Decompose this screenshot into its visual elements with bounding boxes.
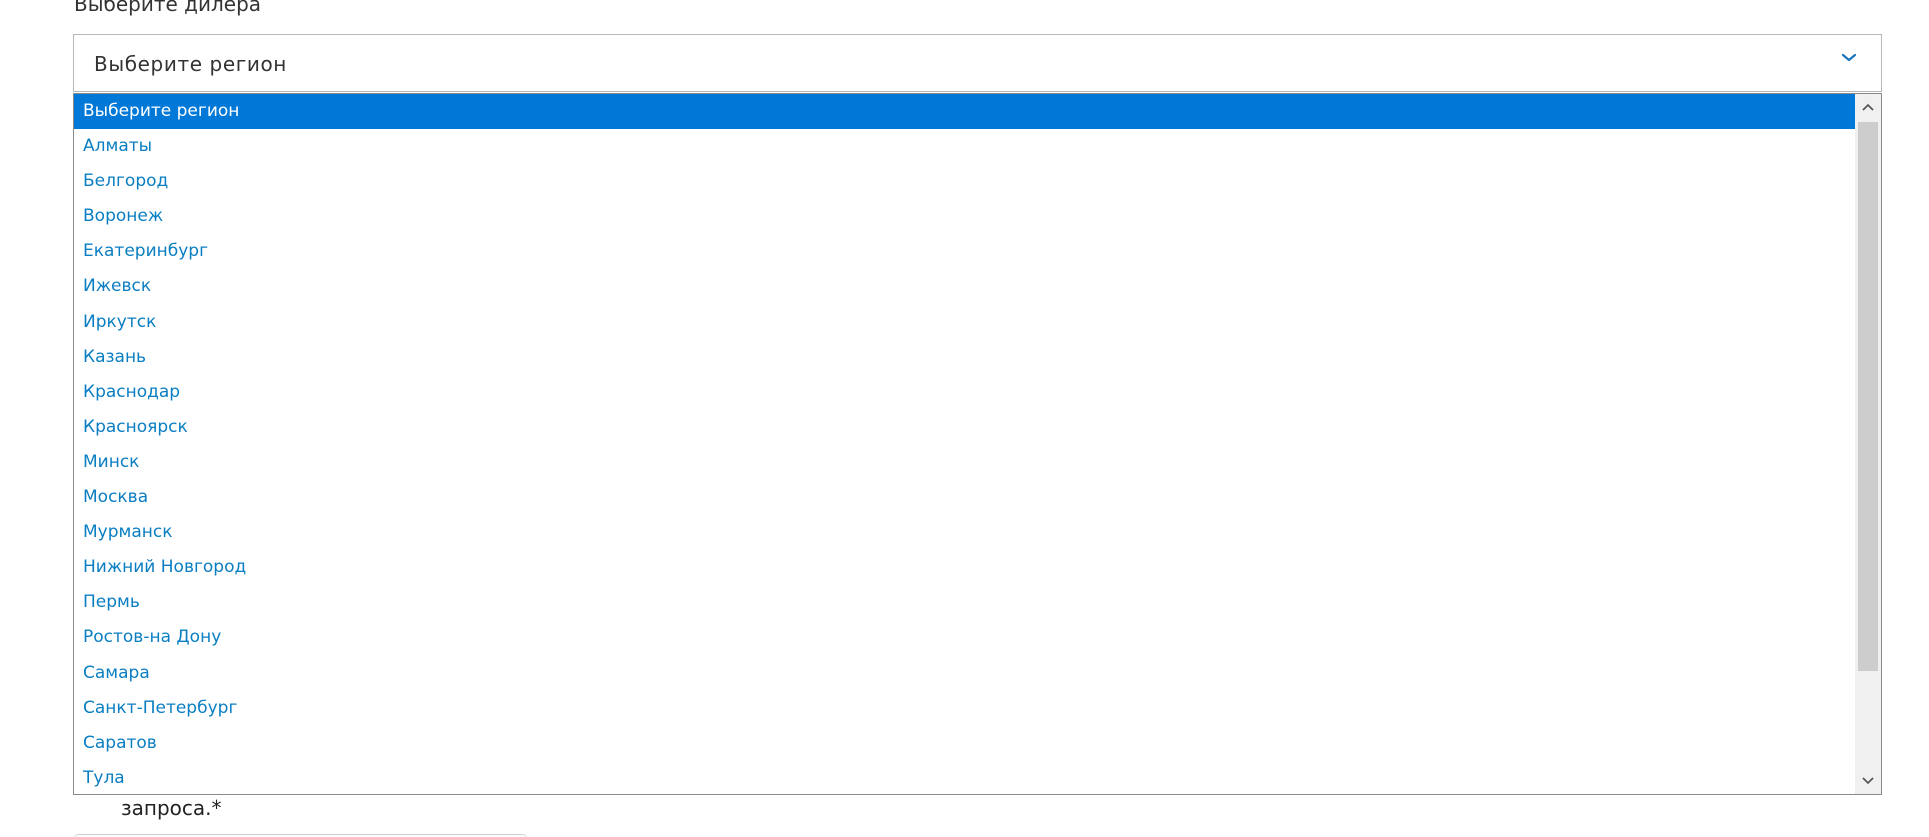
region-option[interactable]: Нижний Новгород [83, 557, 247, 578]
region-dropdown-list[interactable]: Выберите регион Алматы Белгород Воронеж … [73, 93, 1882, 795]
region-option[interactable]: Алматы [83, 136, 153, 157]
region-option[interactable]: Тула [83, 767, 125, 788]
region-options: Выберите регион Алматы Белгород Воронеж … [74, 94, 1855, 794]
scroll-thumb[interactable] [1858, 122, 1878, 671]
chevron-down-icon[interactable] [1839, 48, 1859, 68]
region-option[interactable]: Санкт-Петербург [83, 697, 238, 718]
scroll-down-arrow-icon[interactable] [1855, 768, 1881, 794]
partial-input-field[interactable] [73, 834, 528, 837]
region-option[interactable]: Иркутск [83, 311, 157, 332]
region-option[interactable]: Самара [83, 662, 150, 683]
region-option[interactable]: Казань [83, 346, 147, 367]
dealer-label: Выберите дилера [74, 0, 262, 16]
region-option[interactable]: Мурманск [83, 522, 173, 543]
region-option[interactable]: Екатеринбург [83, 241, 209, 262]
region-option[interactable]: Ижевск [83, 276, 152, 297]
region-select-value: Выберите регион [94, 52, 287, 76]
region-option[interactable]: Воронеж [83, 206, 164, 227]
request-text: запроса.* [121, 796, 222, 820]
region-option[interactable]: Краснодар [83, 381, 181, 402]
region-option[interactable]: Выберите регион [74, 94, 1855, 130]
region-option[interactable]: Пермь [83, 592, 140, 613]
scrollbar[interactable] [1855, 94, 1881, 794]
region-option[interactable]: Минск [83, 451, 140, 472]
region-option[interactable]: Красноярск [83, 416, 188, 437]
region-option[interactable]: Саратов [83, 732, 157, 753]
region-option[interactable]: Белгород [83, 171, 169, 192]
scroll-up-arrow-icon[interactable] [1855, 94, 1881, 120]
region-option[interactable]: Москва [83, 487, 149, 508]
region-select[interactable]: Выберите регион [73, 34, 1882, 92]
region-option[interactable]: Ростов-на Дону [83, 627, 222, 648]
